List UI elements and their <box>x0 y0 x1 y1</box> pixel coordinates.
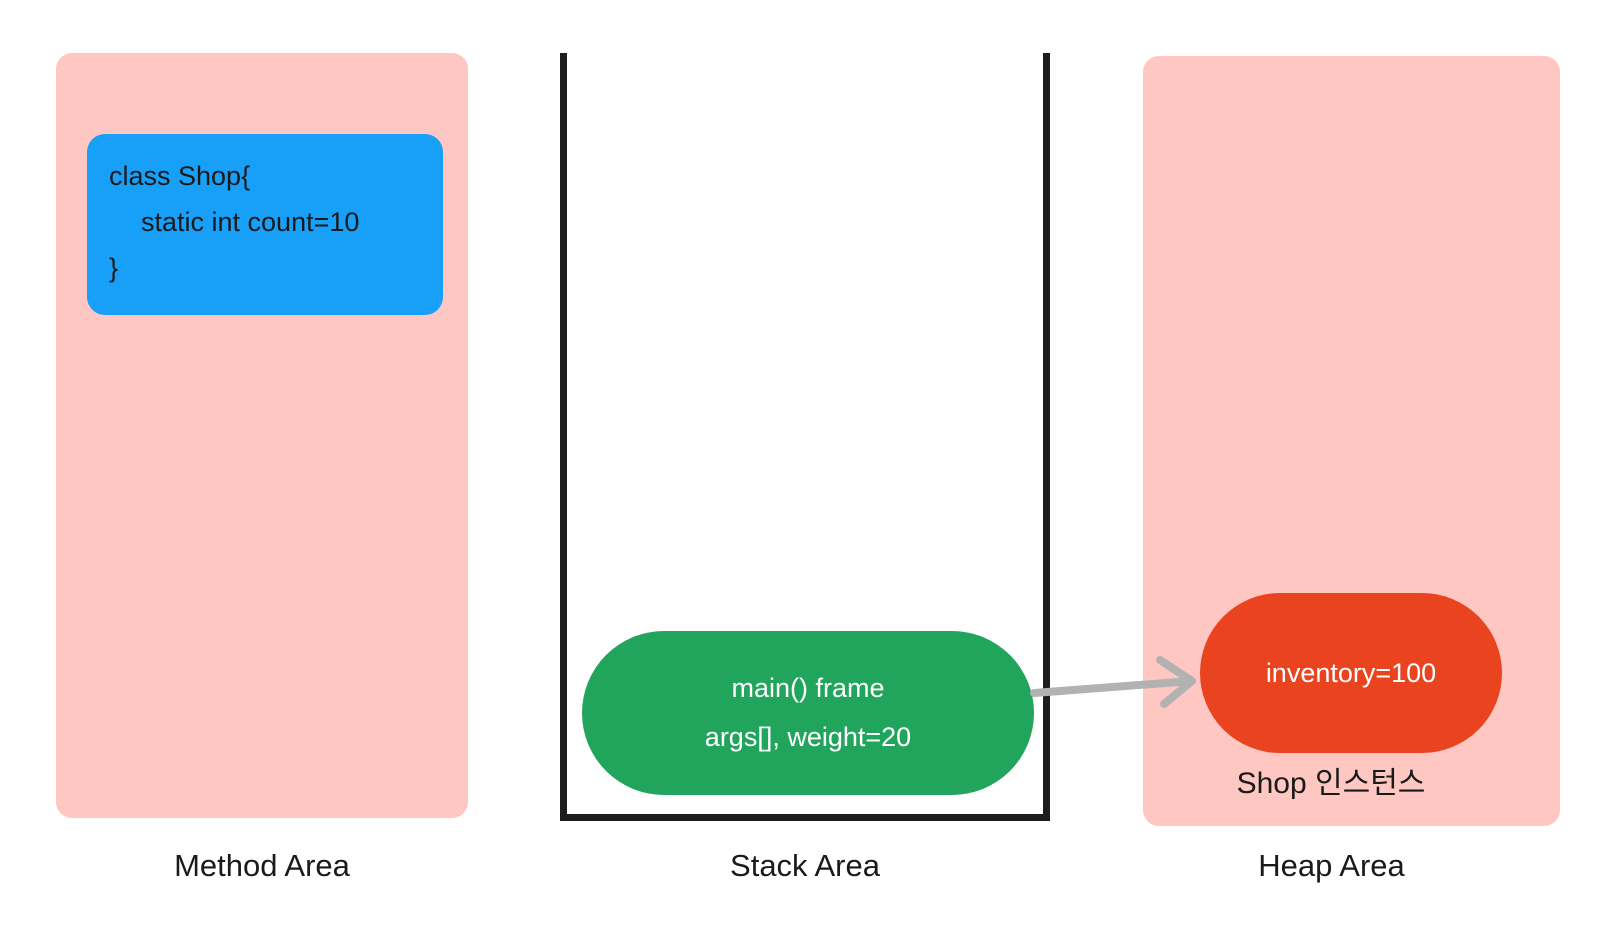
stack-area-label: Stack Area <box>730 848 880 883</box>
code-line-class-close: } <box>109 253 119 283</box>
heap-area-label: Heap Area <box>1258 848 1405 883</box>
method-area-label: Method Area <box>174 848 350 883</box>
instance-field-value: inventory=100 <box>1265 657 1437 688</box>
frame-variables: args[], weight=20 <box>704 722 912 752</box>
frame-title: main() frame <box>731 673 885 703</box>
code-line-class-open: class Shop{ <box>109 161 251 191</box>
shop-instance-box: inventory=100 <box>1200 593 1502 753</box>
class-definition-box: class Shop{ static int count=10 } <box>87 134 443 315</box>
heap-area-panel: inventory=100 Shop 인스턴스 <box>1143 56 1560 826</box>
method-area-panel: class Shop{ static int count=10 } <box>56 53 468 818</box>
code-line-static-field: static int count=10 <box>141 207 360 237</box>
main-frame-box: main() frame args[], weight=20 <box>582 631 1034 795</box>
reference-arrow-icon <box>1030 656 1196 708</box>
shop-instance-label: Shop 인스턴스 <box>1236 767 1426 800</box>
stack-container: main() frame args[], weight=20 <box>560 53 1050 821</box>
